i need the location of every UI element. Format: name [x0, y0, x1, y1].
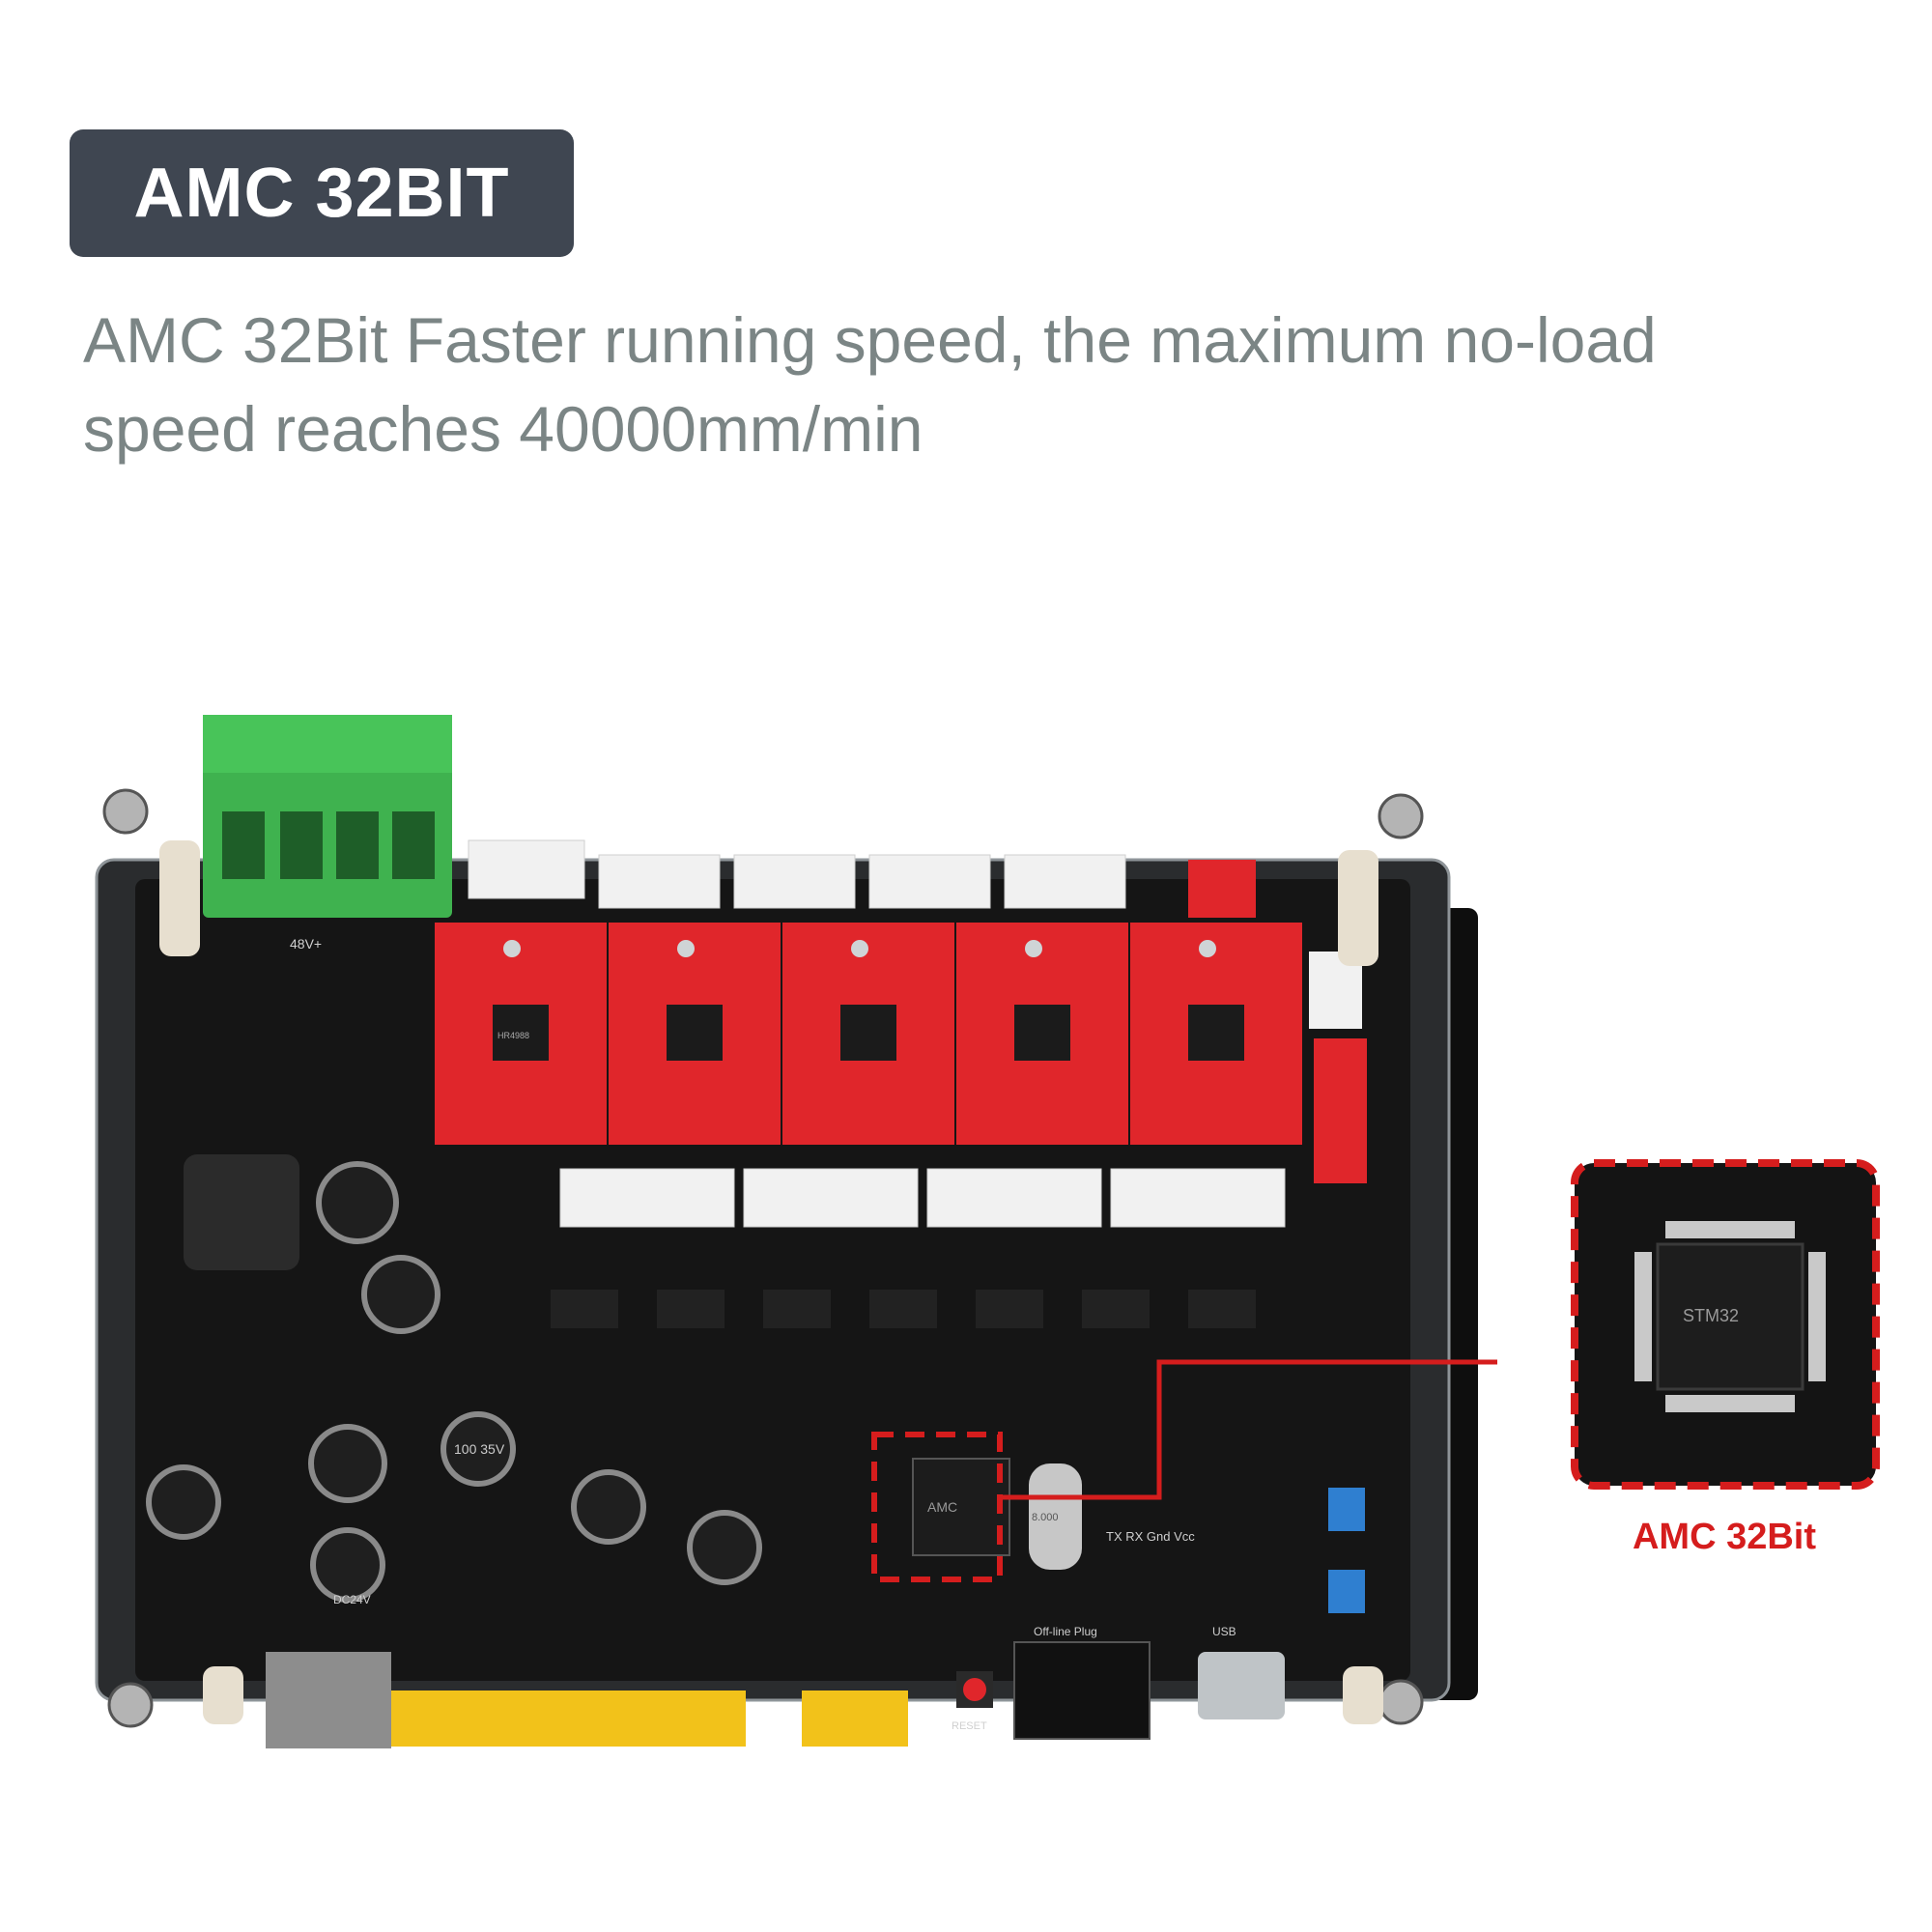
main-mcu: [912, 1458, 1010, 1556]
inductor: [184, 1154, 299, 1270]
product-description: AMC 32Bit Faster running speed, the maxi…: [83, 296, 1880, 473]
driver-chip-label: HR4988: [497, 1031, 529, 1040]
zoom-chip-text: STM32: [1683, 1306, 1739, 1325]
mosfet-row: [551, 1290, 1256, 1328]
description-line-2: speed reaches 40000mm/min: [83, 393, 923, 465]
corner-screw: [107, 1682, 154, 1728]
corner-screw: [1378, 793, 1424, 839]
capacitor: [308, 1424, 387, 1503]
dc-jack: [266, 1652, 391, 1748]
mcu-zoom-inset: STM32: [1569, 1157, 1882, 1492]
corner-screw: [102, 788, 149, 835]
offline-plug-header: [1013, 1641, 1151, 1740]
yellow-pin-header: [802, 1690, 908, 1747]
reset-label: RESET: [952, 1720, 987, 1732]
callout-line: [1000, 1359, 1497, 1500]
title-badge: AMC 32BIT: [70, 129, 574, 257]
terminal-labels: 48V+: [290, 936, 322, 952]
description-line-1: AMC 32Bit Faster running speed, the maxi…: [83, 304, 1657, 376]
mcu-chip-label: AMC: [927, 1499, 957, 1515]
mcu-highlight-box: [871, 1432, 1003, 1582]
stepper-drivers: [435, 923, 1302, 1145]
blue-jumper: [1328, 1570, 1365, 1613]
capacitor: [571, 1469, 646, 1545]
side-red-connector: [1314, 1038, 1367, 1183]
capacitor: [146, 1464, 221, 1540]
zoom-chip-pins: [1634, 1221, 1826, 1412]
standoff: [1338, 850, 1378, 966]
capacitor: [687, 1510, 762, 1585]
zoom-highlight-border: [1571, 1159, 1880, 1490]
standoff: [159, 840, 200, 956]
standoff: [1343, 1666, 1383, 1724]
capacitor: [316, 1161, 399, 1244]
uart-header-label: TX RX Gnd Vcc: [1106, 1529, 1195, 1544]
mid-connectors: [559, 1168, 1286, 1228]
corner-screw: [1378, 1679, 1424, 1725]
capacitor-label: 100 35V: [454, 1441, 505, 1457]
green-terminal-block: 48V+: [203, 715, 452, 952]
standoff: [203, 1666, 243, 1724]
zoom-caption: AMC 32Bit: [1632, 1517, 1817, 1557]
red-top-connector: [1188, 860, 1256, 918]
title-badge-label: AMC 32BIT: [133, 155, 510, 232]
usb-label: USB: [1212, 1625, 1236, 1638]
blue-jumper: [1328, 1488, 1365, 1531]
crystal: [1029, 1463, 1082, 1570]
yellow-pin-header: [386, 1690, 746, 1747]
capacitor: [361, 1255, 440, 1334]
dc-label: DC24V: [333, 1593, 371, 1606]
controller-board-photo: 48V+ HR4988: [87, 715, 1497, 1777]
offline-label: Off-line Plug: [1034, 1625, 1097, 1638]
capacitor: [310, 1527, 385, 1603]
zoom-mcu-chip: [1656, 1242, 1804, 1391]
top-connectors: [468, 839, 1126, 909]
usb-c-port: [1198, 1652, 1285, 1719]
crystal-label: 8.000: [1032, 1512, 1059, 1523]
capacitor: [440, 1411, 516, 1487]
